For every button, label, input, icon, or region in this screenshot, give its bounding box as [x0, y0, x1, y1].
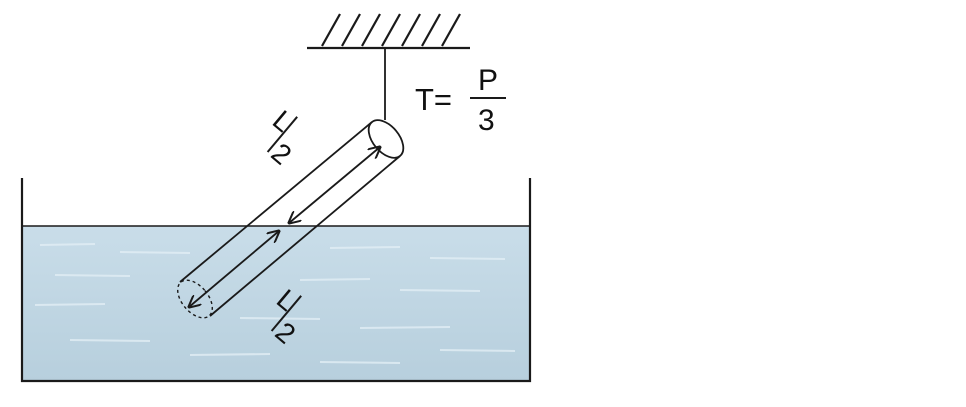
upper-half-slash — [266, 116, 298, 153]
upper-half-arrow — [289, 147, 380, 223]
dimension-arrows — [189, 147, 380, 307]
tension-numerator: P — [478, 64, 498, 97]
lower-half-arrow — [189, 231, 279, 307]
water-tank — [20, 178, 532, 383]
tension-label: T= P 3 — [415, 64, 506, 137]
water-streaks — [34, 243, 516, 364]
tension-prefix: T= — [415, 82, 452, 117]
upper-half-denominator: 2 — [266, 137, 298, 171]
lower-half-slash — [270, 295, 302, 332]
ceiling-support — [307, 13, 470, 50]
upper-half-length-label: L 2 — [266, 104, 299, 171]
tension-denominator: 3 — [478, 104, 495, 137]
